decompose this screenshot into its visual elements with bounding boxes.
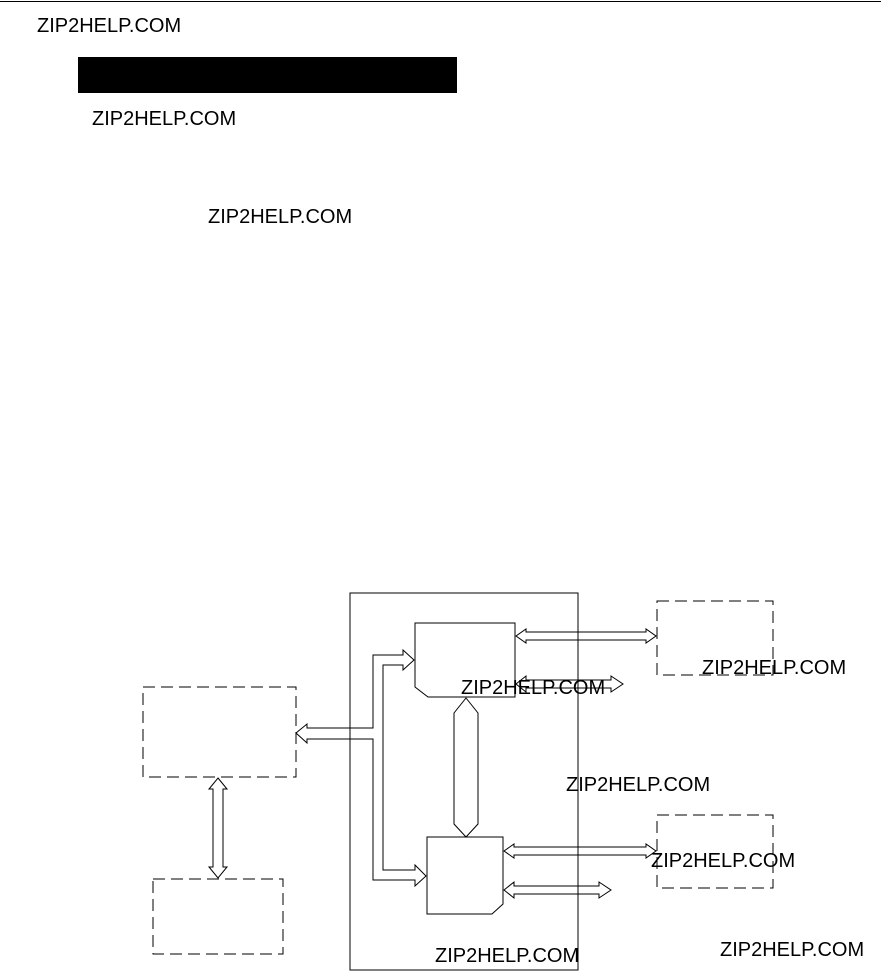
upper-block — [414, 622, 516, 698]
left-bus-arrow — [295, 648, 427, 888]
watermark-3: ZIP2HELP.COM — [208, 206, 353, 228]
watermark-1: ZIP2HELP.COM — [37, 15, 182, 37]
left-external-box — [142, 686, 297, 778]
watermark-8: ZIP2HELP.COM — [435, 945, 580, 967]
upper-right-bus-arrow — [515, 628, 657, 644]
watermark-7: ZIP2HELP.COM — [651, 850, 796, 872]
upper-output-arrow — [515, 674, 624, 694]
watermark-5: ZIP2HELP.COM — [461, 677, 606, 699]
bottom-left-external-box — [152, 878, 284, 955]
watermark-9: ZIP2HELP.COM — [720, 939, 865, 961]
top-rule — [0, 1, 881, 2]
left-vertical-arrow — [207, 777, 229, 879]
lower-right-bus-arrow — [503, 843, 657, 859]
inter-block-arrow — [453, 697, 479, 838]
watermark-6: ZIP2HELP.COM — [566, 774, 711, 796]
lower-output-arrow — [503, 880, 612, 900]
redacted-title-bar — [78, 57, 457, 93]
watermark-2: ZIP2HELP.COM — [92, 108, 237, 130]
watermark-4: ZIP2HELP.COM — [702, 657, 847, 679]
top-right-external-box — [656, 600, 774, 676]
bottom-right-external-box — [656, 814, 774, 889]
lower-block — [426, 836, 504, 915]
main-enclosure — [349, 592, 579, 971]
